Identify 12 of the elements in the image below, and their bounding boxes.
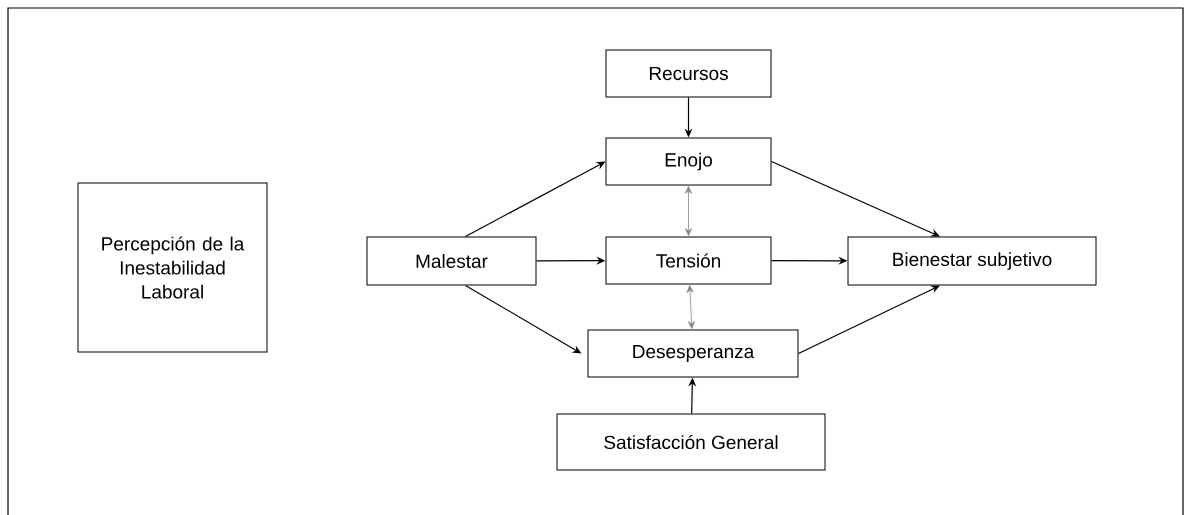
process-box: Satisfacción General (556, 413, 826, 471)
arrow (797, 285, 940, 355)
process-box: Enojo (605, 137, 772, 186)
process-box: Desesperanza (587, 329, 799, 378)
title-box: Percepción de la Inestabilidad Laboral (77, 182, 268, 353)
arrow (685, 186, 692, 236)
process-box: Malestar (366, 236, 537, 286)
arrow (686, 285, 695, 329)
process-box: Bienestar subjetivo (847, 236, 1097, 286)
process-box: Recursos (605, 49, 772, 98)
process-box: Tensión (605, 236, 772, 285)
arrow (770, 160, 940, 237)
